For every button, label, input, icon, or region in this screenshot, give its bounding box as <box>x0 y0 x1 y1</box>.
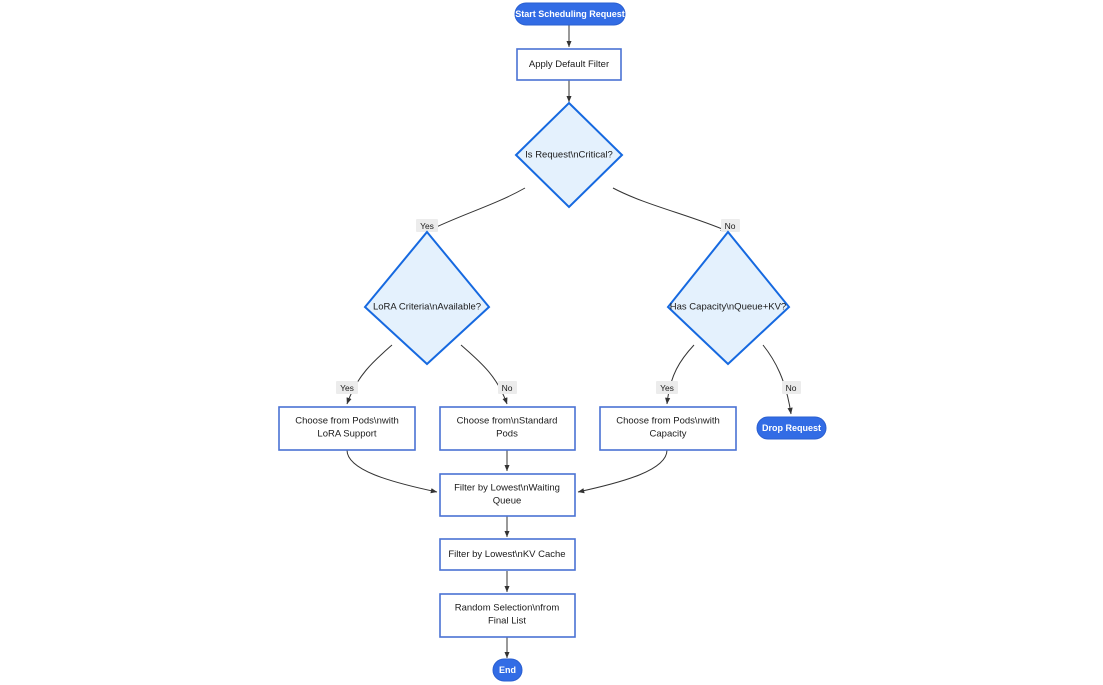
node-end-label: End <box>499 665 516 675</box>
node-is-request-critical-label: Is Request\nCritical? <box>525 150 613 161</box>
node-drop-request-shape[interactable] <box>756 416 827 440</box>
node-random-selection[interactable]: Random Selection\nfrom Final List <box>439 593 576 638</box>
node-has-capacity-shape[interactable] <box>666 230 791 366</box>
node-is-request-critical[interactable]: Is Request\nCritical? <box>514 101 624 209</box>
edge-lora-no-to-pods-standard <box>460 344 508 405</box>
node-apply-default-filter-label: Apply Default Filter <box>529 59 609 70</box>
edge-lora-yes-to-pods-lora <box>346 344 393 405</box>
edge-label-capacity-no: No <box>782 381 801 394</box>
node-choose-pods-capacity-label-line2: Capacity <box>650 429 687 440</box>
node-start-label: Start Scheduling Request <box>515 9 625 19</box>
node-drop-request[interactable]: Drop Request <box>756 416 827 440</box>
node-choose-standard-pods-label-line2: Pods <box>496 429 518 440</box>
node-choose-pods-capacity-shape[interactable] <box>599 406 737 451</box>
edge-label-critical-no-text: No <box>725 221 736 231</box>
node-filter-waiting-queue-shape[interactable] <box>439 473 576 517</box>
node-end[interactable]: End <box>492 658 523 682</box>
node-lora-criteria-available-shape[interactable] <box>363 230 491 366</box>
node-end-shape[interactable] <box>492 658 523 682</box>
node-drop-request-label: Drop Request <box>762 423 821 433</box>
edge-label-critical-yes: Yes <box>416 219 438 232</box>
node-random-selection-shape[interactable] <box>439 593 576 638</box>
node-random-selection-label-line1: Random Selection\nfrom <box>455 603 560 614</box>
edge-label-lora-no-text: No <box>502 383 513 393</box>
node-lora-criteria-available-label: LoRA Criteria\nAvailable? <box>373 302 481 313</box>
node-apply-default-filter-shape[interactable] <box>516 48 622 81</box>
node-choose-standard-pods[interactable]: Choose from\nStandard Pods <box>439 406 576 451</box>
edge-label-critical-no: No <box>721 219 740 232</box>
edge-pods-capacity-to-filter-queue <box>577 449 668 494</box>
node-filter-kv-cache-shape[interactable] <box>439 538 576 571</box>
edge-label-capacity-yes: Yes <box>656 381 678 394</box>
node-lora-criteria-available[interactable]: LoRA Criteria\nAvailable? <box>363 230 491 366</box>
node-has-capacity[interactable]: Has Capacity\nQueue+KV? <box>666 230 791 366</box>
edge-pods-lora-to-filter-queue <box>346 449 438 494</box>
edge-capacity-yes-to-pods-capacity <box>665 344 695 405</box>
edge-label-lora-yes: Yes <box>336 381 358 394</box>
node-choose-pods-lora-support-shape[interactable] <box>278 406 416 451</box>
node-has-capacity-label: Has Capacity\nQueue+KV? <box>670 302 786 313</box>
edges-layer <box>346 25 793 659</box>
node-filter-waiting-queue-label-line2: Queue <box>493 496 522 507</box>
edge-label-critical-yes-text: Yes <box>420 221 434 231</box>
node-choose-pods-lora-support-label-line2: LoRA Support <box>317 429 377 440</box>
node-choose-pods-capacity[interactable]: Choose from Pods\nwith Capacity <box>599 406 737 451</box>
node-filter-kv-cache-label: Filter by Lowest\nKV Cache <box>448 549 565 560</box>
edge-labels-layer: Yes No Yes No Yes No <box>336 219 801 394</box>
edge-capacity-no-to-drop-request <box>762 344 793 415</box>
node-filter-kv-cache[interactable]: Filter by Lowest\nKV Cache <box>439 538 576 571</box>
node-is-request-critical-shape[interactable] <box>514 101 624 209</box>
edge-label-lora-yes-text: Yes <box>340 383 354 393</box>
node-start[interactable]: Start Scheduling Request <box>514 2 626 26</box>
edge-is-critical-yes-to-lora <box>427 187 526 232</box>
node-start-shape[interactable] <box>514 2 626 26</box>
edge-label-capacity-no-text: No <box>786 383 797 393</box>
edge-label-lora-no: No <box>498 381 517 394</box>
node-apply-default-filter[interactable]: Apply Default Filter <box>516 48 622 81</box>
node-choose-pods-capacity-label-line1: Choose from Pods\nwith <box>616 416 720 427</box>
edge-label-capacity-yes-text: Yes <box>660 383 674 393</box>
node-filter-waiting-queue-label-line1: Filter by Lowest\nWaiting <box>454 483 560 494</box>
edge-is-critical-no-to-capacity <box>612 187 728 232</box>
node-choose-pods-lora-support[interactable]: Choose from Pods\nwith LoRA Support <box>278 406 416 451</box>
node-random-selection-label-line2: Final List <box>488 616 526 627</box>
node-filter-waiting-queue[interactable]: Filter by Lowest\nWaiting Queue <box>439 473 576 517</box>
node-choose-standard-pods-label-line1: Choose from\nStandard <box>457 416 558 427</box>
node-choose-standard-pods-shape[interactable] <box>439 406 576 451</box>
node-choose-pods-lora-support-label-line1: Choose from Pods\nwith <box>295 416 399 427</box>
